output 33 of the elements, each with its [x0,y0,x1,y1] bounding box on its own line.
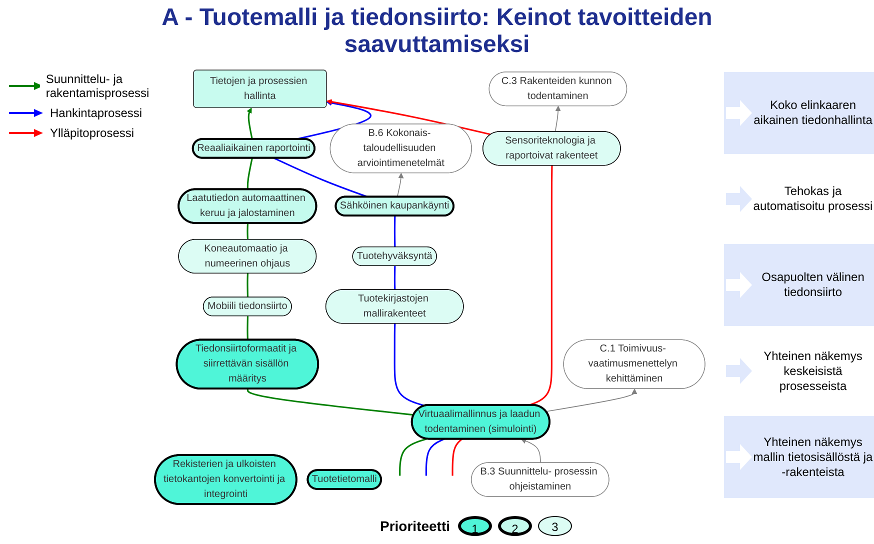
legend-text: Ylläpitoprosessi [50,126,134,140]
goal-text: Koko elinkaaren aikainen tiedonhallinta [752,98,874,128]
goal-text: Yhteinen näkemys keskeisistä prosesseista [762,348,864,394]
connector [246,273,248,298]
goal-text: Tehokas ja automatisoitu prosessi [752,184,874,214]
priority-swatch: 2 [498,516,532,536]
priority-swatch: 1 [458,516,492,536]
arrow [554,106,561,132]
arrow [396,172,404,198]
connector [425,438,445,476]
connector [399,438,428,476]
legend-title: Prioriteetti [380,518,450,534]
connector [394,216,396,248]
arrow [546,388,638,412]
title: A - Tuotemalli ja tiedonsiirto: Keinot tavoitteiden saavuttamiseksi [160,4,714,58]
legend-text: Hankintaprosessi [50,106,142,120]
diagram: Tietojen ja prosessien hallinta C.3 Rakenteiden kunnon todentaminen B.6 Kokonais- taloudellisuuden arviointimenetelmät Sensoriteknologia ja raportoivat rakenteet Reaaliaikainen raportointi Laatutiedon automaattinen keruu ja jalostaminen Sähköinen kaupankäynti Koneautomaatio ja numeerinen ohjaus Tuotehyväksyntä Tuotekirjastojen mallirakenteet Mobiili tiedonsiirto Tiedonsiirtoformaatit ja siirrettävän sisällön määritys C.1 Toimivuus- vaatimusmenettelyn kehittäminen Virtuaalimallinnus ja laadun todentaminen (simulointi) Rekisterien ja ulkoisten tietokantojen konvertointi ja integrointi B.3 Suunnittelu- prosessin ohjeistaminen Tuotetietomalli [150,62,710,512]
goal-text: Osapuolten välinen tiedonsiirto [760,270,866,300]
connector [274,157,368,198]
connector [246,388,414,416]
arrow [520,438,541,464]
connector [394,324,426,407]
connector [246,158,253,190]
priority-swatch: 3 [538,516,572,536]
arrow [326,99,492,136]
connector [452,438,462,476]
goal-text: Yhteinen näkemys mallin tietosisällöstä ja -rakenteista [752,434,874,480]
connector [394,266,396,290]
legend-text: Suunnittelu- ja rakentamisprosessi [46,72,150,100]
connector [246,316,248,340]
connector [246,223,248,240]
arrow [246,108,253,140]
connector [528,166,553,406]
